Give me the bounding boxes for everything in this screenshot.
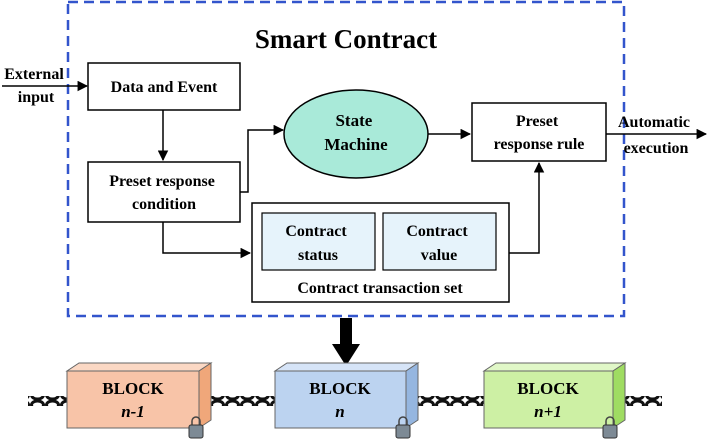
state-machine-ellipse <box>283 89 429 179</box>
condition-to-transaction-arrow <box>162 222 252 259</box>
block-top-face <box>273 362 420 372</box>
contract-status-box <box>261 212 376 271</box>
block-n-minus-1: BLOCK n-1 <box>65 362 213 439</box>
block-label: BLOCK <box>309 379 371 398</box>
block-index: n+1 <box>534 402 562 421</box>
contract-value-box <box>382 212 497 271</box>
block-side-face <box>612 362 626 429</box>
chain-right <box>622 396 662 406</box>
lock-icon <box>188 416 204 439</box>
block-front-face <box>66 370 200 429</box>
transaction-set-label: Contract transaction set <box>297 280 463 297</box>
preset-condition-box <box>87 161 241 223</box>
block-label: BLOCK <box>102 379 164 398</box>
block-front-face <box>483 370 614 429</box>
lock-icon <box>395 416 411 439</box>
transaction-to-rule-arrow <box>509 161 545 254</box>
diagram-title: Smart Contract <box>255 24 437 54</box>
chain-left <box>28 396 68 406</box>
data-event-label: Data and Event <box>111 79 218 96</box>
block-side-face <box>405 362 419 429</box>
block-front-face <box>274 370 407 429</box>
condition-to-state-arrow <box>240 124 285 193</box>
block-index: n <box>335 402 344 421</box>
preset-condition-label: Preset response condition <box>109 173 219 213</box>
state-machine-label: State Machine <box>324 111 388 154</box>
down-arrow-shaft <box>340 318 352 346</box>
block-top-face <box>65 362 213 372</box>
data-event-box <box>87 62 241 111</box>
block-index: n-1 <box>121 402 145 421</box>
lock-icon <box>602 416 618 439</box>
block-n: BLOCK n <box>273 362 420 439</box>
block-side-face <box>198 362 212 429</box>
external-input-label: External input <box>4 66 68 106</box>
smart-contract-boundary <box>66 0 626 318</box>
preset-rule-label: Preset response rule <box>494 113 585 153</box>
block-label: BLOCK <box>517 379 579 398</box>
automatic-execution-label: Automatic execution <box>618 114 694 157</box>
contract-value-label: Contract value <box>406 223 471 264</box>
block-top-face <box>482 362 627 372</box>
chain-left-middle <box>204 396 276 406</box>
preset-rule-box <box>471 102 607 162</box>
chain-middle-right <box>418 396 484 406</box>
contract-status-label: Contract status <box>285 223 350 264</box>
block-n-plus-1: BLOCK n+1 <box>482 362 627 439</box>
down-arrow-head <box>332 344 360 366</box>
